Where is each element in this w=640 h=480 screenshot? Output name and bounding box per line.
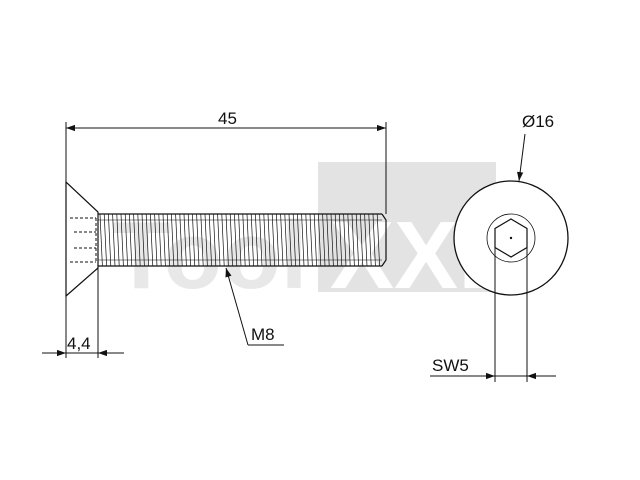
thread-line [103,213,107,267]
screw-head [65,180,99,298]
thread-line [255,213,259,267]
thread-line [196,213,200,267]
thread-line [360,213,364,267]
thread-line [372,213,376,267]
hex-socket [494,218,528,258]
thread-line [158,213,162,267]
thread-line [288,213,292,267]
hex-socket-dimension [430,240,556,382]
thread-line [326,213,330,267]
thread-line [322,213,326,267]
thread-line [217,213,221,267]
thread-line [129,213,133,267]
thread-line [154,213,158,267]
thread-line [259,213,263,267]
thread-line [187,213,191,267]
thread-line [120,213,124,267]
thread-line [183,213,187,267]
length-label: 45 [218,109,237,128]
thread-line [166,213,170,267]
thread-line [124,213,128,267]
thread-line [171,213,175,267]
thread-line [133,213,137,267]
head-inner-circle [486,213,536,263]
thread-line [229,213,233,267]
head-height-dimension [42,268,124,358]
thread-line [99,213,103,267]
thread-line [246,213,250,267]
head-height-label: 4,4 [67,334,91,353]
thread-line [213,213,217,267]
thread-line [208,213,212,267]
thread-line [343,213,347,267]
thread-line [355,213,359,267]
thread-line [162,213,166,267]
thread-line [284,213,288,267]
thread-line [238,213,242,267]
thread-line [116,213,120,267]
thread-line [305,213,309,267]
thread-line [179,213,183,267]
thread-line [137,213,141,267]
thread-line [145,213,149,267]
thread-line [334,213,338,267]
thread-line [271,213,275,267]
thread-line [368,213,372,267]
thread-line [309,213,313,267]
thread-line [250,213,254,267]
thread-line [318,213,322,267]
thread-line [330,213,334,267]
thread-line [225,213,229,267]
thread-line [351,213,355,267]
center-point [509,236,513,240]
thread-line [242,213,246,267]
thread-label: M8 [251,325,275,344]
thread-line [200,213,204,267]
thread-line [141,213,145,267]
thread-line [376,213,380,267]
thread-line [364,213,368,267]
diameter-label: Ø16 [522,112,554,131]
thread-line [263,213,267,267]
thread-line [204,213,208,267]
thread-line [313,213,317,267]
thread-line [280,213,284,267]
thread-line [108,213,112,267]
diameter-leader [517,133,526,182]
thread-line [192,213,196,267]
thread-line [234,213,238,267]
thread-line [297,213,301,267]
thread-line [221,213,225,267]
screw-end-view [453,180,569,296]
length-dimension [65,122,387,214]
thread-line [150,213,154,267]
thread-line [292,213,296,267]
thread-shank [98,213,387,267]
thread-line [112,213,116,267]
socket-hidden-lines [70,217,97,263]
thread-line [276,213,280,267]
thread-line [175,213,179,267]
thread-line [301,213,305,267]
thread-line [267,213,271,267]
thread-line [339,213,343,267]
thread-line [347,213,351,267]
hex-socket-label: SW5 [432,356,469,375]
thread-pattern [99,213,380,267]
thread-leader [225,267,284,346]
